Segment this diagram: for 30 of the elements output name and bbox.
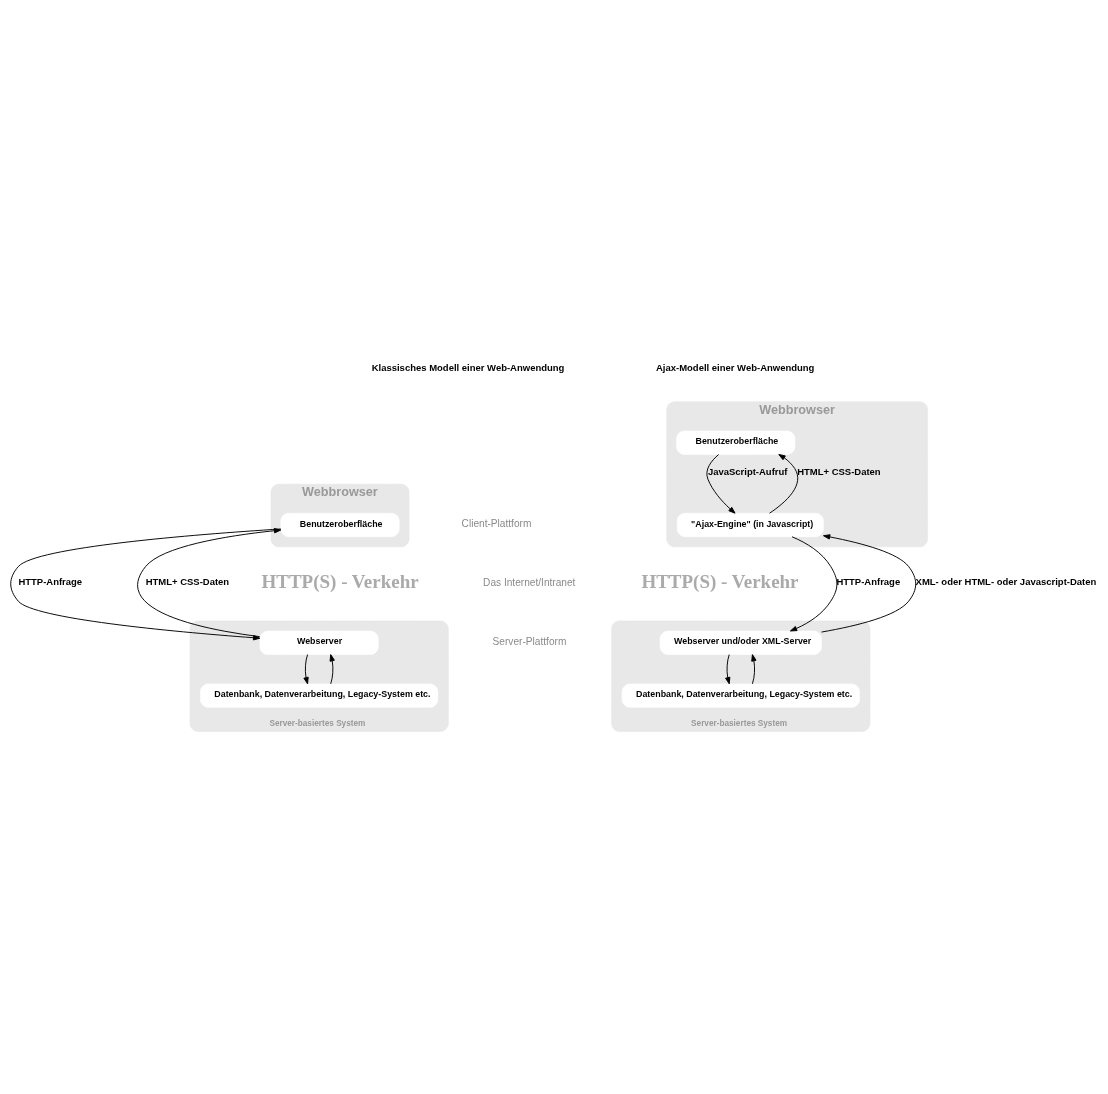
label: Server-Plattform	[492, 636, 567, 648]
label: Das Internet/Intranet	[483, 577, 576, 589]
node-box: Datenbank, Datenverarbeitung, Legacy-System etc.	[621, 683, 860, 708]
node-box: Benutzeroberfläche	[676, 430, 796, 455]
node-box: Webserver und/oder XML-Server	[659, 630, 822, 655]
label: HTTP(S) - Verkehr	[261, 571, 419, 592]
edge-label: XML- oder HTML- oder Javascript-Daten	[915, 576, 1097, 588]
arrow	[821, 534, 917, 633]
label: Klassisches Modell einer Web-Anwendung	[371, 362, 565, 374]
label: Client-Plattform	[461, 518, 532, 530]
arrow	[137, 528, 282, 638]
label: HTTP(S) - Verkehr	[641, 571, 799, 592]
node-box: Datenbank, Datenverarbeitung, Legacy-System etc.	[200, 683, 439, 708]
node-box: Webserver	[259, 630, 379, 655]
arrow	[329, 654, 335, 685]
arrow	[789, 536, 838, 632]
arrow	[769, 453, 799, 514]
arrow	[10, 528, 282, 641]
edge-label: HTTP-Anfrage	[18, 576, 83, 588]
edge-label: JavaScript-Aufruf	[707, 466, 788, 478]
arrow	[303, 654, 309, 685]
edge-label: HTML+ CSS-Daten	[797, 466, 881, 478]
node-box: "Ajax-Engine" (in Javascript)	[676, 512, 824, 538]
arrow	[725, 654, 731, 685]
node-box: Benutzeroberfläche	[280, 512, 400, 538]
label: Ajax-Modell einer Web-Anwendung	[655, 362, 815, 374]
edge-label: HTTP-Anfrage	[836, 576, 901, 588]
edge-label: HTML+ CSS-Daten	[145, 576, 230, 588]
arrow	[706, 454, 736, 514]
arrow	[751, 654, 757, 685]
